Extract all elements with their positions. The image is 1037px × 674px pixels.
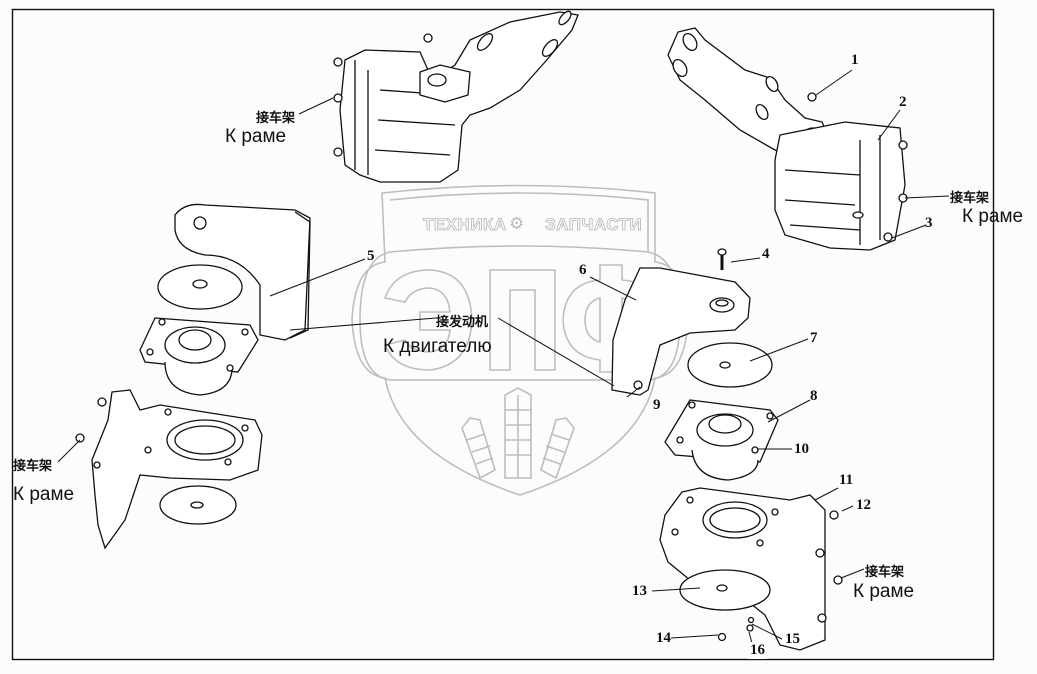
callout-9: 9 [653, 397, 661, 413]
watermark-shield [351, 184, 689, 496]
to-frame-label-ru-4: К раме [853, 581, 915, 602]
to-engine-label-ru: К двигателю [383, 336, 492, 357]
to-frame-label-ru-1: К раме [225, 126, 287, 147]
shield-inner [389, 192, 649, 252]
callout-4: 4 [762, 246, 770, 262]
watermark-text-right: ЗАПЧАСТИ [545, 215, 643, 235]
to-frame-label-ru-2: К раме [962, 206, 1024, 227]
shield-outline [351, 184, 689, 496]
callout-8: 8 [810, 388, 818, 404]
callout-7: 7 [810, 330, 818, 346]
callout-2: 2 [899, 94, 907, 110]
to-frame-label-cn-2: 接车架 [950, 191, 990, 206]
to-frame-label-cn-3: 接车架 [13, 459, 53, 474]
callout-5: 5 [367, 248, 375, 264]
lower-right-bracket-assembly [659, 487, 843, 651]
to-frame-label-ru-3: К раме [13, 484, 75, 505]
to-frame-label-cn-1: 接车架 [256, 111, 296, 126]
callout-16: 16 [748, 642, 767, 659]
upper-right-mount-assembly [667, 27, 908, 251]
lower-left-bracket-assembly [75, 389, 263, 550]
callout-12: 12 [856, 497, 871, 513]
logo-letter-p [489, 269, 556, 371]
callout-11: 11 [839, 472, 854, 488]
callout-3: 3 [925, 215, 933, 231]
wheat-icon [461, 387, 575, 480]
gear-icon: ⚙ [509, 214, 525, 233]
callout-15: 15 [785, 631, 800, 647]
callout-6: 6 [579, 262, 587, 278]
to-frame-label-cn-4: 接车架 [865, 565, 905, 580]
logo-letter-e [383, 269, 473, 371]
leader-lines [57, 69, 950, 648]
logo-band [359, 245, 681, 381]
callout-1: 1 [851, 52, 859, 68]
frame-border [11, 8, 995, 661]
callout-14: 14 [656, 630, 671, 646]
middle-left-mount-assembly [139, 203, 311, 396]
callout-10: 10 [794, 441, 809, 457]
upper-left-mount-assembly [333, 10, 579, 183]
right-middle-mount-assembly [611, 248, 779, 481]
watermark-text-left: ТЕХНИКА [423, 215, 507, 235]
to-engine-label-cn: 接发动机 [436, 315, 489, 330]
callout-13: 13 [632, 583, 647, 599]
